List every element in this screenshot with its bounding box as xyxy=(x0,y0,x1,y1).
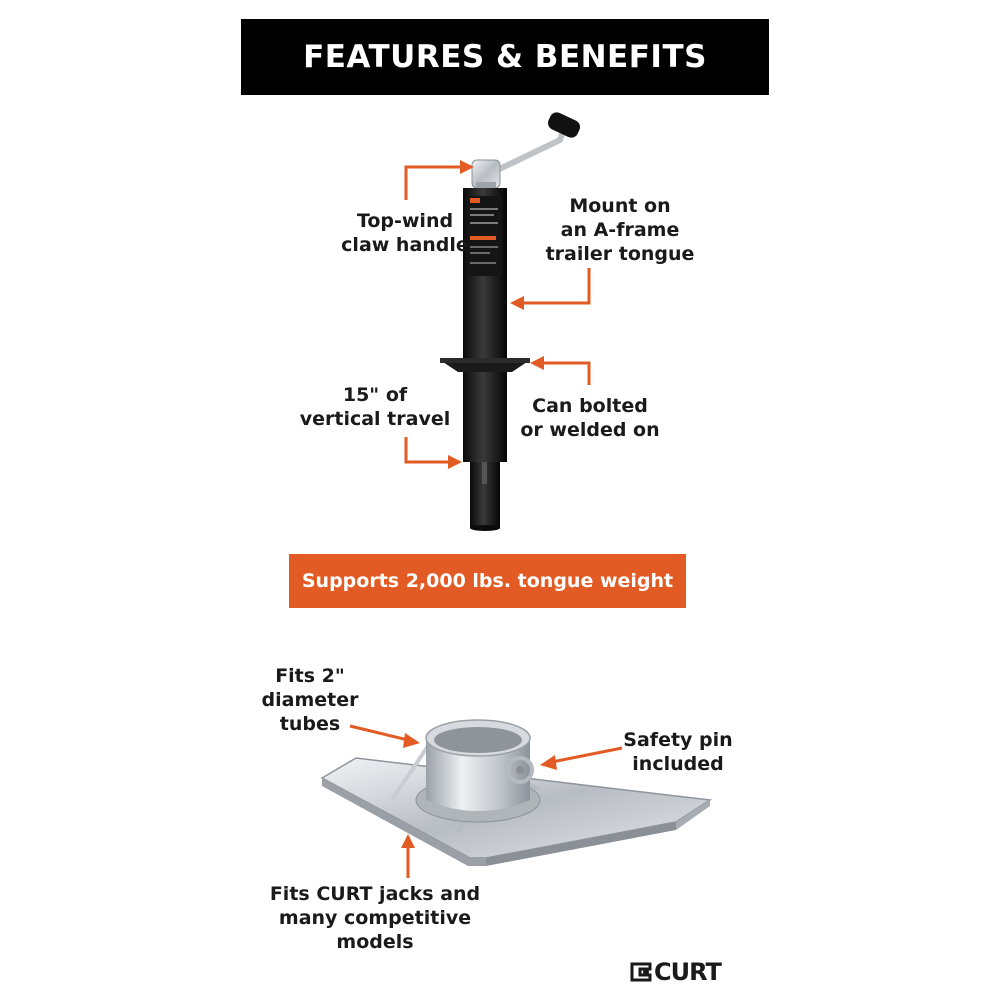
callout-text: vertical travel xyxy=(299,408,451,430)
callout-text: 15" of xyxy=(342,384,408,406)
callout-text: Mount on xyxy=(569,195,671,217)
callout-mount-aframe: Mount on an A-frame trailer tongue xyxy=(540,194,700,266)
page-title: FEATURES & BENEFITS xyxy=(303,39,707,75)
callout-text: Safety pin xyxy=(623,729,733,751)
footplate-callout-arrows xyxy=(349,724,623,878)
callout-text: or welded on xyxy=(520,419,660,441)
callout-text: Can bolted xyxy=(532,395,648,417)
callout-vertical-travel: 15" of vertical travel xyxy=(290,383,460,431)
tongue-jack-icon xyxy=(440,112,581,531)
callout-text: claw handle xyxy=(341,234,469,256)
callout-bolted-welded: Can bolted or welded on xyxy=(520,394,660,442)
callout-text: trailer tongue xyxy=(545,243,695,265)
callout-text: included xyxy=(632,753,724,775)
callout-safety-pin: Safety pin included xyxy=(618,728,738,776)
curt-emblem-icon xyxy=(630,962,652,982)
callout-fits-jacks: Fits CURT jacks and many competitive mod… xyxy=(240,882,510,954)
callout-text: an A-frame xyxy=(560,219,680,241)
callout-text: many competitive models xyxy=(278,907,472,953)
callout-text: Fits 2" xyxy=(275,665,345,687)
callout-fits-tubes: Fits 2" diameter tubes xyxy=(240,664,380,736)
callout-text: Fits CURT jacks and xyxy=(269,883,481,905)
footplate-icon xyxy=(320,719,713,866)
callout-arrows xyxy=(404,160,591,469)
capacity-banner: Supports 2,000 lbs. tongue weight xyxy=(289,554,686,608)
callout-text: Top-wind xyxy=(356,210,454,232)
callout-text: diameter tubes xyxy=(261,689,359,735)
callout-topwind-handle: Top-wind claw handle xyxy=(330,209,480,257)
header-banner: FEATURES & BENEFITS xyxy=(241,19,769,95)
brand-logo: CURT xyxy=(628,958,722,986)
capacity-text: Supports 2,000 lbs. tongue weight xyxy=(301,570,674,592)
brand-name: CURT xyxy=(654,958,722,986)
